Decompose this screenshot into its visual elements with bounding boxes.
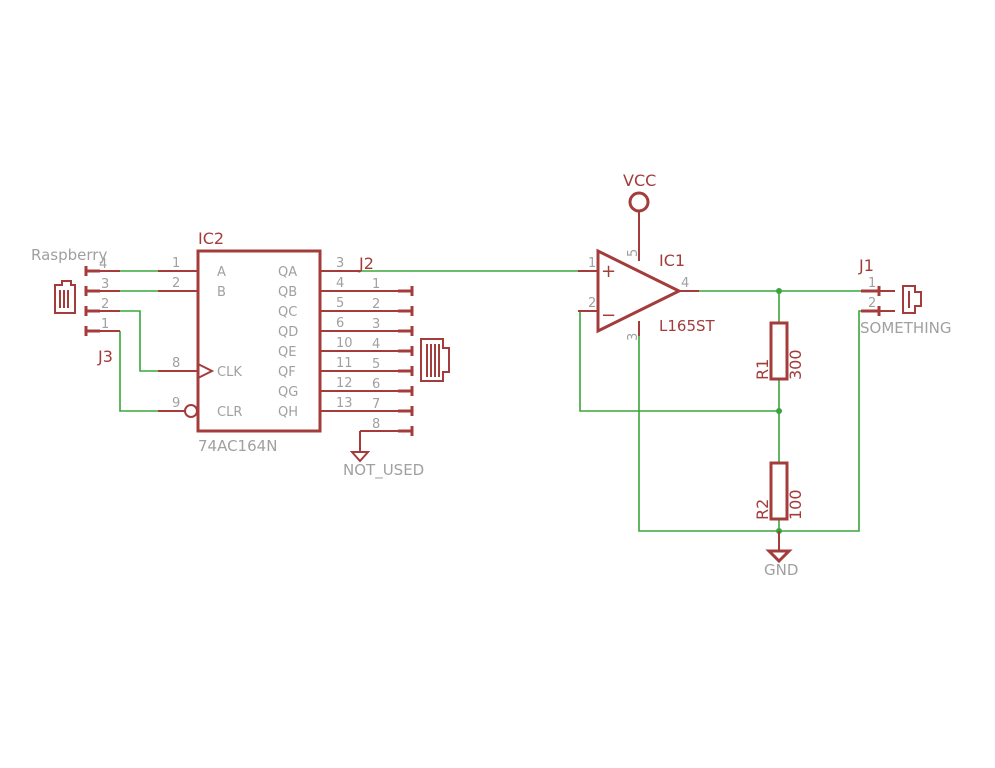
ic2-pin-name: QD bbox=[278, 325, 298, 340]
j1-pin-num: 2 bbox=[868, 296, 876, 311]
gnd-label: GND bbox=[764, 561, 798, 579]
junctions bbox=[776, 288, 782, 534]
j2-ground-icon bbox=[349, 431, 371, 463]
ic2-pin-name: QC bbox=[278, 305, 297, 320]
gnd-supply: GND bbox=[764, 531, 798, 579]
j2-body-icon bbox=[420, 338, 450, 382]
ic2-pin-name: QE bbox=[278, 345, 296, 360]
opamp-pin-lines bbox=[578, 211, 699, 336]
ic2-pin-num: 1 bbox=[172, 256, 180, 271]
ic2-pin-name: CLR bbox=[217, 405, 242, 420]
wire-ground-bus bbox=[638, 310, 861, 532]
j1-value: SOMETHING bbox=[860, 319, 951, 337]
ic2-pin-name: A bbox=[217, 265, 226, 280]
j2-pin-stubs bbox=[398, 286, 414, 436]
j2-pin-num: 7 bbox=[372, 397, 380, 412]
j2-pin-num: 6 bbox=[372, 377, 380, 392]
j2-pin-num: 3 bbox=[372, 317, 380, 332]
ic2-shift-register: IC2 74AC164N 1 2 8 9 A B CLK CLR QA QB Q… bbox=[158, 229, 360, 455]
ic2-pin-num: 8 bbox=[172, 356, 180, 371]
opamp-pin-num: 1 bbox=[588, 256, 596, 271]
opamp-pin-num: 5 bbox=[626, 249, 641, 257]
ic2-pin-name: QG bbox=[278, 385, 298, 400]
opamp-pin-num: 4 bbox=[681, 276, 689, 291]
j3-pin-num: 3 bbox=[101, 277, 109, 292]
opamp-pin-num: 3 bbox=[626, 333, 641, 341]
ic2-pin-name: B bbox=[217, 285, 226, 300]
j3-pin-num: 1 bbox=[101, 317, 109, 332]
j3-pin-num: 2 bbox=[101, 297, 109, 312]
ic2-pin-num: 6 bbox=[336, 316, 344, 331]
ic2-pin-name: QB bbox=[278, 285, 297, 300]
opamp-minus-sign: − bbox=[601, 305, 616, 326]
j3-pin-stubs bbox=[84, 266, 100, 336]
ic1-value: L165ST bbox=[659, 317, 716, 335]
resistor-r2: R2 100 bbox=[753, 461, 805, 521]
j1-ref: J1 bbox=[858, 256, 874, 275]
r2-ref: R2 bbox=[753, 499, 772, 520]
j1-body-icon bbox=[902, 285, 922, 314]
ic2-pin-num: 3 bbox=[336, 256, 344, 271]
r1-body bbox=[769, 321, 789, 381]
ic2-pin-num: 2 bbox=[172, 276, 180, 291]
vcc-supply: VCC bbox=[623, 171, 656, 213]
ic2-pin-name: QH bbox=[278, 405, 298, 420]
ic2-pin-name: QF bbox=[278, 365, 296, 380]
ic2-pin-num: 5 bbox=[336, 296, 344, 311]
connector-j1: J1 SOMETHING 1 2 bbox=[858, 256, 951, 337]
j3-body-icon bbox=[54, 280, 76, 314]
j3-value: Raspberry bbox=[31, 246, 107, 264]
ic2-left-pin-lines bbox=[158, 270, 198, 412]
ic2-pin-name: QA bbox=[278, 265, 297, 280]
ic2-pin-name: CLK bbox=[217, 365, 242, 380]
j2-ref: J2 bbox=[358, 254, 374, 273]
r2-body bbox=[769, 461, 789, 521]
vcc-label: VCC bbox=[623, 171, 656, 190]
ic2-pin-num: 4 bbox=[336, 276, 344, 291]
ic2-value: 74AC164N bbox=[198, 437, 277, 455]
r2-value: 100 bbox=[786, 489, 805, 520]
junction-dot bbox=[776, 408, 782, 414]
connector-j2: J2 NOT_USED 1 2 3 4 5 6 7 8 bbox=[343, 254, 450, 480]
junction-dot bbox=[776, 288, 782, 294]
j1-pin-num: 1 bbox=[868, 276, 876, 291]
ic2-right-pin-lines bbox=[320, 270, 360, 412]
j2-pin-num: 2 bbox=[372, 297, 380, 312]
j2-short-leads bbox=[360, 290, 398, 412]
j2-pin-num: 1 bbox=[372, 277, 380, 292]
ic1-ref: IC1 bbox=[659, 251, 685, 270]
resistor-r1: R1 300 bbox=[753, 321, 805, 381]
j3-pin-num: 4 bbox=[99, 257, 107, 272]
ic2-pin-num: 9 bbox=[172, 396, 180, 411]
ic2-clock-triangle bbox=[197, 363, 215, 379]
j2-pin-num: 4 bbox=[372, 337, 380, 352]
r1-value: 300 bbox=[786, 349, 805, 380]
wires bbox=[119, 270, 861, 532]
ic2-pin-num: 13 bbox=[336, 396, 353, 411]
opamp-ic1: + − 1 2 4 5 3 IC1 L165ST bbox=[578, 211, 716, 341]
ic2-pin-num: 10 bbox=[336, 336, 353, 351]
j2-pin-num: 5 bbox=[372, 357, 380, 372]
ic2-pin-num: 12 bbox=[336, 376, 353, 391]
r1-ref: R1 bbox=[753, 359, 772, 380]
ic2-clr-inversion-bubble bbox=[184, 404, 198, 418]
vcc-circle-icon bbox=[628, 191, 650, 213]
opamp-pin-num: 2 bbox=[588, 296, 596, 311]
opamp-plus-sign: + bbox=[601, 261, 616, 282]
gnd-triangle-icon bbox=[765, 549, 793, 564]
opamp-triangle bbox=[596, 248, 683, 334]
wire-j3-2-to-clk bbox=[120, 310, 178, 372]
j2-value: NOT_USED bbox=[343, 461, 424, 480]
connector-j3: Raspberry J3 4 3 2 1 bbox=[31, 246, 120, 366]
ic2-body bbox=[196, 249, 322, 433]
j2-pin-num: 8 bbox=[372, 417, 380, 432]
j3-ref: J3 bbox=[97, 347, 113, 366]
ic2-ref: IC2 bbox=[198, 229, 224, 248]
ic2-pin-num: 11 bbox=[336, 356, 353, 371]
